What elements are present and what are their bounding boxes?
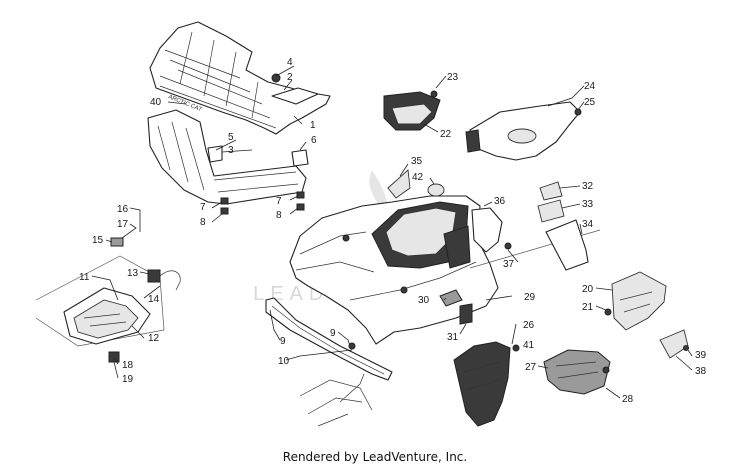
callout-27[interactable]: 27 bbox=[525, 362, 537, 373]
callout-37[interactable]: 37 bbox=[503, 259, 515, 270]
callout-39[interactable]: 39 bbox=[695, 350, 707, 361]
callout-2[interactable]: 2 bbox=[287, 72, 293, 83]
callout-23[interactable]: 23 bbox=[447, 72, 459, 83]
callout-7b[interactable]: 7 bbox=[276, 196, 282, 207]
callout-4[interactable]: 4 bbox=[287, 57, 293, 68]
callout-10[interactable]: 10 bbox=[278, 356, 290, 367]
callout-21[interactable]: 21 bbox=[582, 302, 594, 313]
front-fender-body bbox=[289, 195, 512, 345]
side-panels bbox=[604, 271, 689, 359]
callout-8b[interactable]: 8 bbox=[276, 210, 282, 221]
callout-29[interactable]: 29 bbox=[524, 292, 536, 303]
callout-41[interactable]: 41 bbox=[523, 340, 535, 351]
callout-labels: 1 2 3 4 5 6 7 7 8 8 9 9 10 11 12 13 14 1… bbox=[79, 57, 707, 405]
callout-3[interactable]: 3 bbox=[228, 145, 234, 156]
callout-15[interactable]: 15 bbox=[92, 235, 104, 246]
upper-console-panel bbox=[465, 101, 582, 161]
callout-32[interactable]: 32 bbox=[582, 181, 594, 192]
callout-35[interactable]: 35 bbox=[411, 156, 423, 167]
callout-9b[interactable]: 9 bbox=[330, 328, 336, 339]
callout-17[interactable]: 17 bbox=[117, 219, 129, 230]
callout-26[interactable]: 26 bbox=[523, 320, 535, 331]
callout-28[interactable]: 28 bbox=[622, 394, 634, 405]
callout-14[interactable]: 14 bbox=[148, 294, 160, 305]
callout-36[interactable]: 36 bbox=[494, 196, 506, 207]
dash-cover bbox=[383, 90, 441, 131]
rack-fasteners bbox=[220, 73, 305, 215]
callout-12[interactable]: 12 bbox=[148, 333, 160, 344]
callout-24[interactable]: 24 bbox=[584, 81, 596, 92]
front-bumper-frame bbox=[147, 109, 309, 205]
callout-42[interactable]: 42 bbox=[412, 172, 424, 183]
render-credit: Rendered by LeadVenture, Inc. bbox=[282, 450, 468, 464]
headlight-assembly bbox=[35, 237, 181, 363]
callout-34[interactable]: 34 bbox=[582, 219, 594, 230]
callout-38[interactable]: 38 bbox=[695, 366, 707, 377]
leader-lines bbox=[91, 65, 693, 399]
callout-40[interactable]: 40 bbox=[150, 97, 162, 108]
callout-6[interactable]: 6 bbox=[311, 135, 317, 146]
front-bumper-bar bbox=[265, 297, 393, 381]
callout-13[interactable]: 13 bbox=[127, 268, 139, 279]
frame-reference bbox=[299, 373, 373, 427]
callout-8a[interactable]: 8 bbox=[200, 217, 206, 228]
hood-decals bbox=[387, 169, 445, 199]
callout-9a[interactable]: 9 bbox=[280, 336, 286, 347]
callout-16[interactable]: 16 bbox=[117, 204, 129, 215]
callout-19[interactable]: 19 bbox=[122, 374, 134, 385]
callout-7a[interactable]: 7 bbox=[200, 202, 206, 213]
callout-25[interactable]: 25 bbox=[584, 97, 596, 108]
callout-11[interactable]: 11 bbox=[79, 272, 90, 283]
callout-33[interactable]: 33 bbox=[582, 199, 594, 210]
callout-31[interactable]: 31 bbox=[447, 332, 459, 343]
lower-panels bbox=[453, 341, 611, 427]
callout-30[interactable]: 30 bbox=[418, 295, 430, 306]
side-decals bbox=[537, 181, 589, 271]
callout-1[interactable]: 1 bbox=[310, 120, 316, 131]
callout-18[interactable]: 18 bbox=[122, 360, 134, 371]
latch-parts bbox=[439, 289, 473, 325]
callout-5[interactable]: 5 bbox=[228, 132, 234, 143]
callout-22[interactable]: 22 bbox=[440, 129, 452, 140]
callout-20[interactable]: 20 bbox=[582, 284, 594, 295]
